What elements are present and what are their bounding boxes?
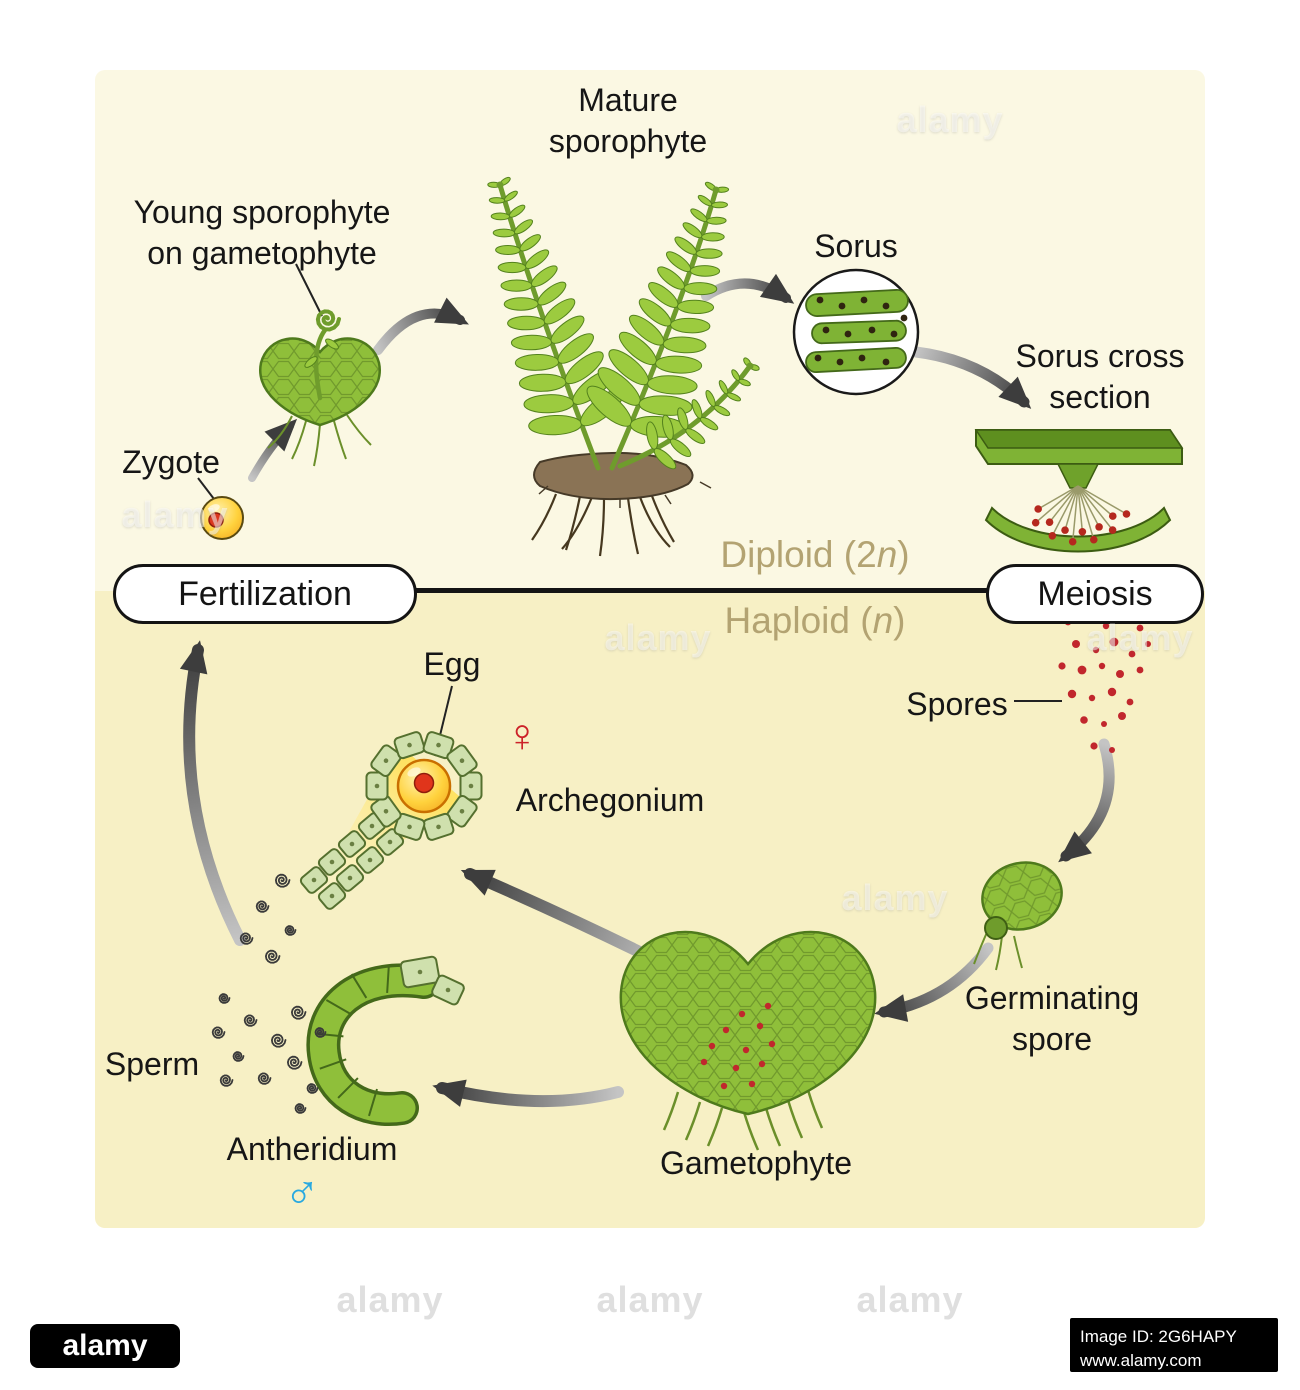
sorus-cross-section-illustration [974, 429, 1184, 553]
watermark-text: alamy [856, 1279, 964, 1320]
label-sorus: Sorus [814, 228, 898, 264]
label-egg: Egg [423, 646, 481, 682]
mature-sporophyte-illustration [487, 176, 760, 557]
alamy-logo-badge: alamy [30, 1324, 180, 1368]
young-sporophyte-illustration [259, 309, 381, 467]
watermark-text: alamy [336, 1279, 444, 1320]
label-antheridium: Antheridium [226, 1131, 398, 1167]
alamy-logo-text: alamy [62, 1329, 148, 1362]
haploid-n: n [872, 600, 894, 641]
fertilization-text: Fertilization [178, 574, 352, 613]
sperm-illustration [211, 873, 327, 1114]
sorus-illustration [792, 268, 920, 396]
label-archegonium: Archegonium [515, 782, 705, 818]
label-germinating-spore: Germinating spore [964, 980, 1140, 1057]
label-spores: Spores [906, 686, 1008, 722]
diploid-close: ) [897, 534, 910, 575]
gametophyte-illustration [619, 930, 877, 1151]
haploid-close: ) [893, 600, 906, 641]
zygote-illustration [200, 496, 244, 540]
watermark-text: alamy [896, 99, 1004, 140]
label-mature-sporophyte: Mature sporophyte [548, 82, 708, 159]
image-id-badge: Image ID: 2G6HAPY www.alamy.com [1070, 1318, 1278, 1372]
male-symbol-icon: ♂ [284, 1165, 320, 1218]
watermark-text: alamy [841, 877, 949, 918]
watermark-text: alamy [1086, 617, 1194, 658]
watermark-text: alamy [121, 494, 229, 535]
diploid-n: n [876, 534, 898, 575]
label-sperm: Sperm [104, 1046, 200, 1082]
female-symbol-icon: ♀ [505, 709, 540, 761]
ploidy-divider-line [150, 588, 1150, 593]
image-id-text: Image ID: 2G6HAPY [1080, 1327, 1237, 1346]
label-sorus-cross-section: Sorus cross section [1015, 338, 1185, 415]
haploid-text: Haploid ( [724, 600, 873, 641]
meiosis-text: Meiosis [1037, 574, 1153, 613]
alamy-url-text: www.alamy.com [1080, 1350, 1202, 1370]
fertilization-label-pill: Fertilization [113, 564, 417, 624]
watermark-text: alamy [604, 617, 712, 658]
watermark-text: alamy [596, 1279, 704, 1320]
germinating-spore-illustration [973, 861, 1063, 971]
label-zygote: Zygote [122, 444, 220, 480]
diploid-text: Diploid (2 [720, 534, 877, 575]
label-young-sporophyte: Young sporophyte on gametophyte [133, 194, 391, 271]
diploid-caption: Diploid (2n) [650, 534, 980, 576]
spores-illustration [1058, 609, 1151, 753]
label-gametophyte: Gametophyte [659, 1145, 853, 1181]
haploid-caption: Haploid (n) [650, 600, 980, 642]
meiosis-label-pill: Meiosis [986, 564, 1204, 624]
archegonium-illustration [299, 731, 483, 910]
